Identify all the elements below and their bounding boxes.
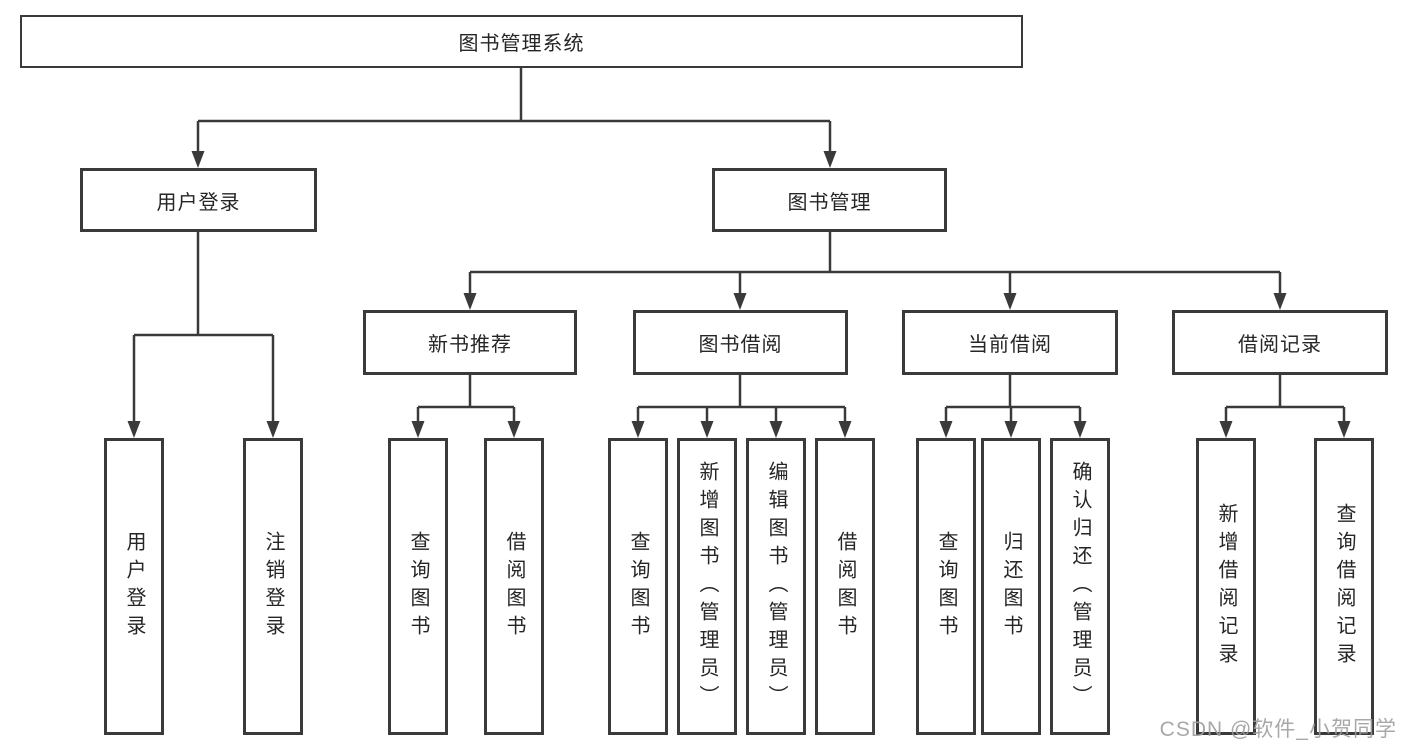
leaf-query-books-current: 查询图书	[916, 438, 976, 735]
leaf-label: 查询借阅记录	[1333, 502, 1355, 671]
leaf-label: 编辑图书（管理员）	[765, 460, 787, 713]
node-book-management: 图书管理	[712, 168, 947, 232]
leaf-label: 新增借阅记录	[1215, 502, 1237, 671]
leaf-label: 借阅图书	[834, 530, 856, 643]
leaf-label: 确认归还（管理员）	[1069, 460, 1091, 713]
leaf-return-books: 归还图书	[981, 438, 1041, 735]
csdn-watermark: CSDN @软件_小贺同学	[1159, 718, 1397, 741]
leaf-label: 借阅图书	[503, 530, 525, 643]
leaf-logout: 注销登录	[243, 438, 303, 735]
leaf-label: 查询图书	[627, 530, 649, 643]
leaf-query-borrow-record: 查询借阅记录	[1314, 438, 1374, 735]
leaf-label: 查询图书	[935, 530, 957, 643]
node-borrowing-records: 借阅记录	[1172, 310, 1388, 375]
leaf-borrow-books: 借阅图书	[815, 438, 875, 735]
leaf-label: 注销登录	[262, 530, 284, 643]
leaf-confirm-return-admin: 确认归还（管理员）	[1050, 438, 1110, 735]
leaf-label: 用户登录	[123, 530, 145, 643]
node-book-borrowing: 图书借阅	[633, 310, 848, 375]
leaf-edit-books-admin: 编辑图书（管理员）	[746, 438, 806, 735]
node-user-login: 用户登录	[80, 168, 317, 232]
leaf-label: 查询图书	[407, 530, 429, 643]
leaf-borrow-books-recommend: 借阅图书	[484, 438, 544, 735]
node-new-book-recommend: 新书推荐	[363, 310, 577, 375]
leaf-label: 新增图书（管理员）	[696, 460, 718, 713]
leaf-add-books-admin: 新增图书（管理员）	[677, 438, 737, 735]
leaf-query-books-borrow: 查询图书	[608, 438, 668, 735]
leaf-add-borrow-record: 新增借阅记录	[1196, 438, 1256, 735]
leaf-user-login: 用户登录	[104, 438, 164, 735]
node-current-borrowing: 当前借阅	[902, 310, 1118, 375]
node-library-management-system: 图书管理系统	[20, 15, 1023, 68]
leaf-query-books-recommend: 查询图书	[388, 438, 448, 735]
leaf-label: 归还图书	[1000, 530, 1022, 643]
